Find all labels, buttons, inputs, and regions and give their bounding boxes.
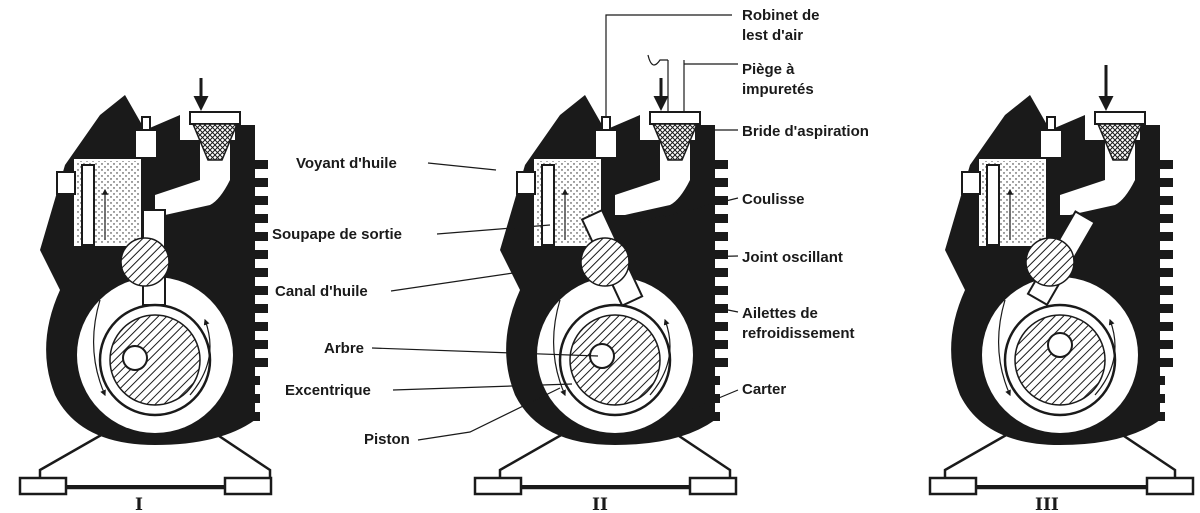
label-oil-sight-glass: Voyant d'huile <box>296 155 397 172</box>
cooling-fin <box>710 214 728 223</box>
pump-stage-2: II <box>473 78 738 513</box>
cooling-fin <box>250 304 268 313</box>
gas-ballast-valve <box>594 129 618 159</box>
impurity-trap <box>651 123 699 161</box>
ballast-pipe <box>605 14 738 117</box>
eccentric <box>1014 314 1106 406</box>
base-foot-left <box>473 476 523 496</box>
pump-stage-1: I <box>18 78 273 513</box>
label-oil-channel: Canal d'huile <box>275 283 368 300</box>
pump-stage-3: III <box>928 65 1195 513</box>
eccentric <box>109 314 201 406</box>
cooling-fin <box>710 178 728 187</box>
label-exhaust-valve: Soupape de sortie <box>272 226 402 243</box>
label-cooling-fins-2: refroidissement <box>742 325 855 342</box>
cooling-fin <box>1155 304 1173 313</box>
impurity-trap <box>1096 123 1144 161</box>
intake-flange <box>649 111 701 125</box>
cooling-fin <box>250 268 268 277</box>
label-intake-flange: Bride d'aspiration <box>742 123 869 140</box>
labels-right: Robinet de lest d'air Piège à impuretés … <box>639 7 869 411</box>
oscillating-joint <box>1025 237 1075 287</box>
cooling-fin <box>710 160 728 169</box>
oscillating-joint <box>580 237 630 287</box>
cooling-fin <box>1155 268 1173 277</box>
cooling-fin <box>710 250 728 259</box>
cooling-fin <box>1155 160 1173 169</box>
stage-number: I <box>135 495 143 513</box>
cooling-fin <box>1155 232 1173 241</box>
cooling-fin <box>1155 286 1173 295</box>
oil-sight-glass <box>961 171 981 195</box>
label-ballast-2: lest d'air <box>742 27 803 44</box>
cooling-fin <box>710 196 728 205</box>
base-foot-left <box>928 476 978 496</box>
cooling-fin <box>250 160 268 169</box>
base-foot-right <box>1145 476 1195 496</box>
cooling-fin <box>710 232 728 241</box>
label-eccentric: Excentrique <box>285 382 371 399</box>
cooling-fin <box>710 268 728 277</box>
cooling-fin <box>1155 340 1173 349</box>
cooling-fin <box>1155 358 1173 367</box>
label-trap-1: Piège à <box>742 61 795 78</box>
cooling-fins <box>710 160 728 421</box>
cooling-fin <box>1155 322 1173 331</box>
cooling-fin <box>250 358 268 367</box>
label-oscillating-joint: Joint oscillant <box>742 249 843 266</box>
oil-sight-glass <box>56 171 76 195</box>
cooling-fin <box>710 340 728 349</box>
stage-number: II <box>592 495 608 513</box>
cooling-fin <box>1155 178 1173 187</box>
cooling-fin <box>710 286 728 295</box>
cooling-fin <box>1155 250 1173 259</box>
cooling-fin <box>250 322 268 331</box>
label-cooling-fins-1: Ailettes de <box>742 305 818 322</box>
gas-ballast-valve <box>1039 129 1063 159</box>
exhaust-valve <box>541 164 555 246</box>
label-piston: Piston <box>364 431 410 448</box>
eccentric <box>569 314 661 406</box>
shaft <box>1047 332 1073 358</box>
gas-ballast-valve <box>134 129 158 159</box>
cooling-fin <box>250 250 268 259</box>
cooling-fin <box>250 196 268 205</box>
cooling-fin <box>1155 214 1173 223</box>
oil-sight-glass <box>516 171 536 195</box>
base-foot-right <box>223 476 273 496</box>
shaft <box>122 345 148 371</box>
oscillating-joint <box>120 237 170 287</box>
base-foot-left <box>18 476 68 496</box>
label-trap-2: impuretés <box>742 81 814 98</box>
label-casing: Carter <box>742 381 786 398</box>
exhaust-valve <box>81 164 95 246</box>
stage-number: III <box>1035 495 1059 513</box>
cooling-fin <box>250 232 268 241</box>
cooling-fin <box>250 178 268 187</box>
labels-left: Voyant d'huile Soupape de sortie Canal d… <box>272 155 599 448</box>
cooling-fin <box>250 286 268 295</box>
cooling-fin <box>710 358 728 367</box>
label-slide: Coulisse <box>742 191 805 208</box>
exhaust-valve <box>986 164 1000 246</box>
cooling-fin <box>1155 196 1173 205</box>
label-ballast-1: Robinet de <box>742 7 820 24</box>
cooling-fin <box>710 322 728 331</box>
impurity-trap <box>191 123 239 161</box>
intake-flange <box>1094 111 1146 125</box>
intake-flange <box>189 111 241 125</box>
cooling-fin <box>250 340 268 349</box>
label-shaft: Arbre <box>324 340 364 357</box>
cooling-fin <box>250 214 268 223</box>
base-foot-right <box>688 476 738 496</box>
